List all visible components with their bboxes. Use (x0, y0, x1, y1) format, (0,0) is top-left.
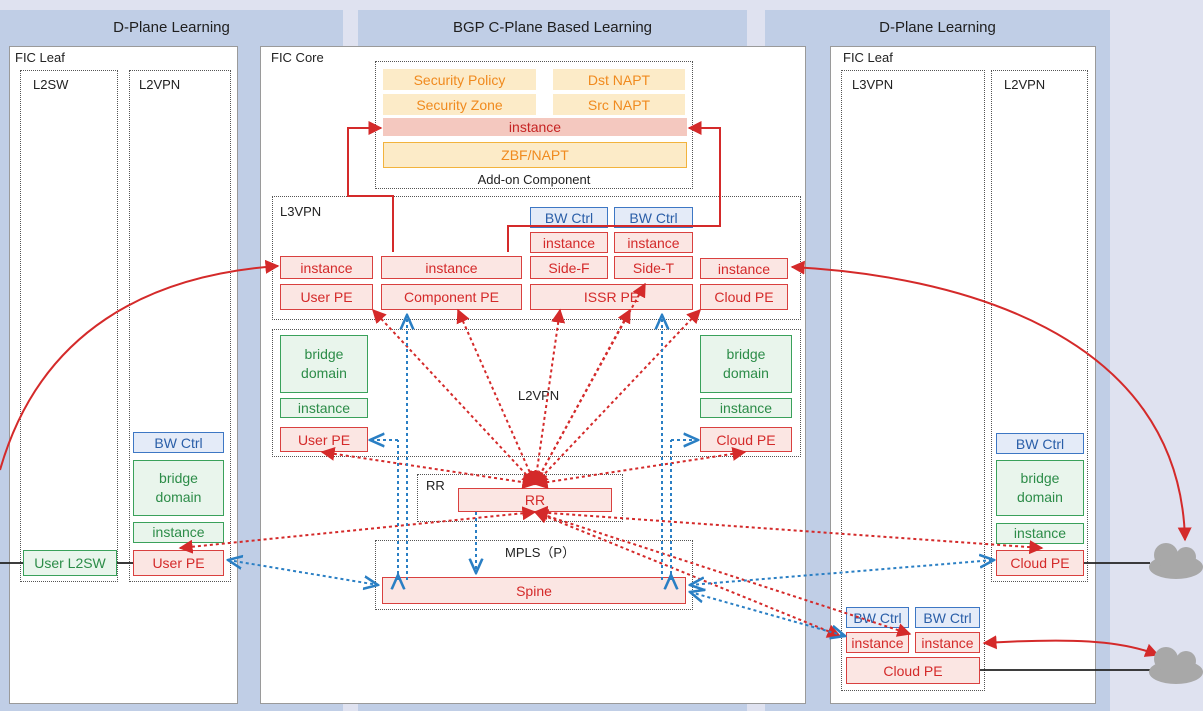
addon-instance: instance (383, 118, 687, 136)
addon-caption: Add-on Component (477, 172, 591, 187)
left-l2vpn-title: L2VPN (139, 77, 181, 92)
rr-link-right-l3-2 (533, 509, 912, 637)
addon-security-zone: Security Zone (383, 94, 536, 115)
addon-loop-right (507, 121, 721, 252)
right-fic-leaf-title: FIC Leaf (843, 50, 893, 65)
l3vpn-cloud-pe: Cloud PE (700, 284, 788, 310)
curve-left-leaf (0, 259, 280, 471)
cloud-icon-bottom (1149, 647, 1203, 684)
l3vpn-user-pe: User PE (280, 284, 373, 310)
fic-core-title: FIC Core (271, 50, 324, 65)
right-l3vpn-title: L3VPN (852, 77, 894, 92)
right-l3vpn-bw-ctrl-2: BW Ctrl (915, 607, 980, 628)
left-l2sw-column (20, 70, 118, 582)
rr-link-l2-cloud-pe (533, 446, 747, 490)
l3vpn-bw-ctrl-side-f: BW Ctrl (530, 207, 608, 228)
right-l3vpn-cloud-pe: Cloud PE (846, 657, 980, 684)
right-l3vpn-instance-2: instance (915, 632, 980, 653)
rr-link-component-pe (456, 308, 537, 486)
center-zone-title: BGP C-Plane Based Learning (452, 19, 652, 36)
addon-dst-napt: Dst NAPT (553, 69, 685, 90)
addon-zbf-napt: ZBF/NAPT (383, 142, 687, 168)
l3vpn-instance-side-t: instance (614, 232, 693, 253)
l3vpn-side-t: Side-T (614, 256, 693, 279)
left-l2vpn-bw-ctrl: BW Ctrl (133, 432, 224, 453)
curve-right-bottom (982, 635, 1160, 657)
dp-left-leaf (228, 560, 378, 585)
left-zone-title: D-Plane Learning (113, 19, 230, 36)
left-user-l2sw: User L2SW (23, 550, 117, 576)
l2vpn-right-instance: instance (700, 398, 792, 418)
rr-link-issr-pe-c (534, 308, 631, 486)
l3vpn-component-pe: Component PE (381, 284, 522, 310)
rr-link-issr-pe-a (529, 308, 566, 486)
dp-right-l2 (690, 560, 994, 585)
core-l3vpn-title: L3VPN (280, 204, 322, 219)
l3vpn-user-instance: instance (280, 256, 373, 279)
rr-link-cloud-pe (534, 308, 701, 486)
l3vpn-side-f: Side-F (530, 256, 608, 279)
right-l3vpn-instance-1: instance (846, 632, 909, 653)
l3vpn-cloud-instance: instance (700, 258, 788, 279)
l3vpn-instance-side-f: instance (530, 232, 608, 253)
right-zone-title: D-Plane Learning (879, 19, 996, 36)
l3vpn-bw-ctrl-side-t: BW Ctrl (614, 207, 693, 228)
addon-src-napt: Src NAPT (553, 94, 685, 115)
l3vpn-component-instance: instance (381, 256, 522, 279)
right-l2vpn-title: L2VPN (1004, 77, 1046, 92)
l2vpn-left-instance: instance (280, 398, 368, 418)
rr-link-l2-user-pe (320, 446, 537, 490)
dp-right-l3 (690, 592, 845, 636)
addon-loop-left (347, 121, 394, 252)
left-fic-leaf-title: FIC Leaf (15, 50, 65, 65)
l2vpn-left-bridge-domain: bridge domain (280, 335, 368, 393)
rr-link-left-leaf (178, 506, 537, 554)
cloud-icon-top (1149, 543, 1203, 579)
left-l2sw-title: L2SW (33, 77, 69, 92)
curve-right-cloud (790, 260, 1192, 542)
l2vpn-right-bridge-domain: bridge domain (700, 335, 792, 393)
left-l2vpn-user-pe: User PE (133, 550, 224, 576)
addon-security-policy: Security Policy (383, 69, 536, 90)
